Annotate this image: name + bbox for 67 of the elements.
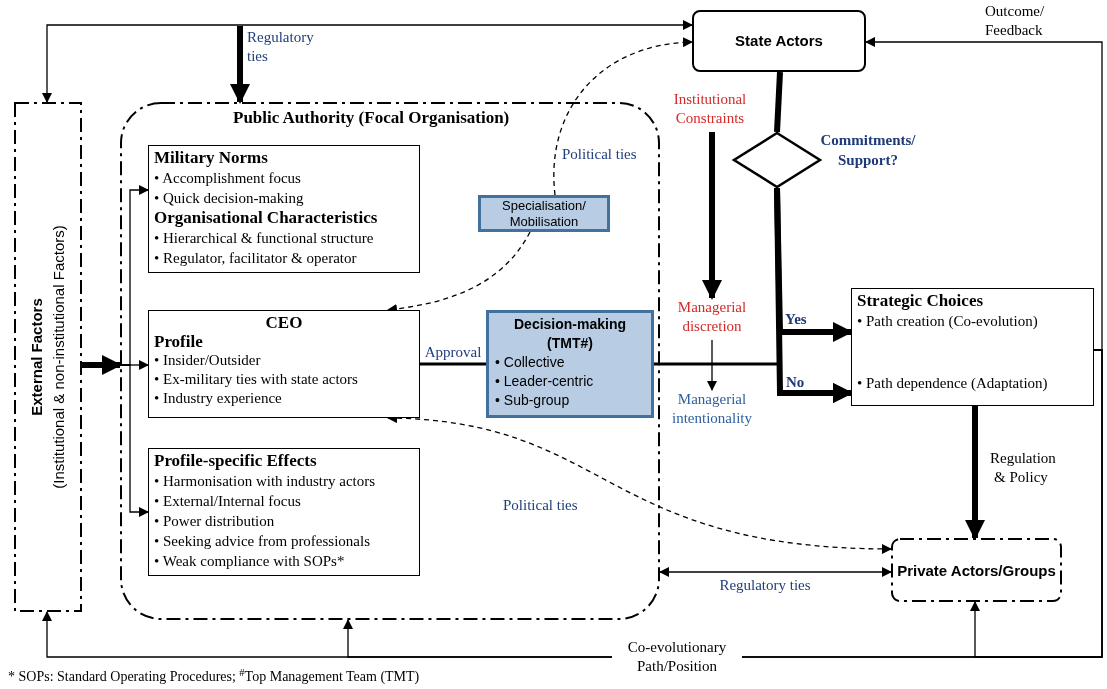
group-boundary — [14, 102, 82, 612]
process-box — [486, 310, 654, 418]
box-heading: Decision-making (TMT#) — [513, 315, 627, 353]
arrow — [119, 364, 149, 517]
box-label: Private Actors/Groups — [897, 560, 1056, 581]
box-heading: Military Norms — [154, 148, 269, 168]
bullet-item: • Hierarchical & functional structure — [154, 229, 375, 248]
bullet-item: • Seeking advice from professionals — [154, 532, 372, 551]
box-label: State Actors — [735, 30, 823, 51]
edge-label: Regulatory ties — [718, 576, 812, 595]
footnote: * SOPs: Standard Operating Procedures; $^{#}$Top Management Team (TMT) — [8, 668, 420, 686]
annotation-text: Managerial discretion — [664, 298, 760, 340]
bullet-item: • Leader-centric — [495, 372, 595, 391]
box-heading: Strategic Choices — [857, 291, 985, 311]
group-title: External Factors — [27, 298, 46, 416]
bullet-item: • Industry experience — [154, 389, 283, 408]
bullet-item: • Accomplishment focus — [154, 169, 302, 188]
box-heading: CEO — [264, 313, 304, 332]
process-box — [148, 310, 420, 418]
connector-line — [774, 71, 783, 133]
process-box — [148, 145, 420, 273]
group-title: Public Authority (Focal Organisation) — [233, 107, 510, 129]
edge-label: Yes — [785, 310, 808, 329]
annotation-text: Institutional Constraints — [660, 90, 760, 132]
bullet-item: • Sub-group — [495, 391, 571, 410]
bullet-item: • Insider/Outsider — [154, 351, 262, 370]
edge-label: Outcome/ Feedback — [985, 2, 1046, 40]
arrow — [970, 349, 1103, 658]
bullet-item: • Quick decision-making — [154, 189, 305, 208]
process-box — [851, 288, 1094, 406]
process-box — [692, 10, 866, 72]
arrow — [702, 132, 722, 300]
node-caption: Commitments/ Support? — [819, 131, 917, 170]
annotation-text: Managerial intentionality — [656, 390, 768, 432]
arrow — [659, 567, 892, 577]
process-box — [148, 448, 420, 576]
process-box — [891, 538, 1062, 602]
connector-line — [420, 362, 486, 366]
box-heading: Profile-specific Effects — [154, 451, 318, 471]
edge-label: No — [786, 373, 806, 392]
dashed-arrow — [553, 37, 693, 196]
group-subtitle: (Institutional & non-institutional Factors) — [49, 225, 68, 489]
bullet-item: • Regulator, facilitator & operator — [154, 249, 358, 268]
arrow — [865, 37, 1103, 351]
process-box — [478, 195, 610, 232]
bullet-item: • Path creation (Co-evolution) — [857, 312, 1039, 331]
bullet-item: • Ex-military ties with state actors — [154, 370, 359, 389]
box-heading: Organisational Characteristics — [154, 208, 379, 228]
arrow — [230, 26, 250, 104]
arrow — [707, 339, 717, 391]
bullet-item: • External/Internal focus — [154, 492, 302, 511]
bullet-item: • Power distribution — [154, 512, 276, 531]
bullet-item: • Collective — [495, 353, 566, 372]
bullet-item: • Path dependence (Adaptation) — [857, 374, 1049, 393]
edge-label: Regulatory ties — [247, 28, 315, 66]
arrow — [965, 406, 985, 540]
edge-label: Approval — [423, 343, 483, 362]
arrow — [774, 187, 853, 403]
group-boundary — [120, 102, 660, 620]
box-label: Specialisation/ Mobilisation — [501, 197, 587, 230]
bullet-item: • Weak compliance with SOPs* — [154, 552, 346, 571]
edge-label: Political ties — [562, 145, 638, 164]
edge-label: Political ties — [503, 496, 579, 515]
arrow — [82, 355, 122, 375]
arrow — [42, 20, 693, 103]
box-heading: Profile — [154, 332, 204, 351]
bullet-item: • Harmonisation with industry actors — [154, 472, 377, 491]
